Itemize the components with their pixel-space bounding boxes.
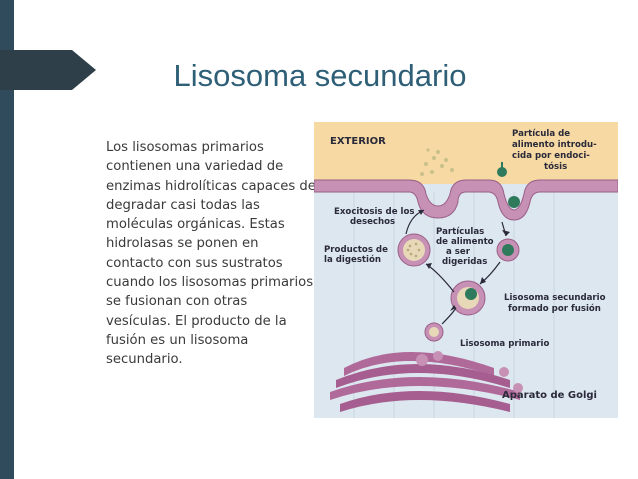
label-particle-line4: tósis: [544, 161, 567, 172]
lysosome-diagram: EXTERIOR Partícula de alimento introdu- …: [314, 122, 618, 418]
label-food-particles-line3: a ser: [446, 247, 471, 257]
label-exocytosis-line2: desechos: [350, 217, 395, 227]
label-food-particles-line4: digeridas: [442, 257, 487, 267]
label-primary-lysosome: Lisosoma primario: [460, 339, 549, 349]
label-golgi: Aparato de Golgi: [502, 390, 597, 401]
slide-pointer-arrow: [0, 50, 96, 90]
slide-body-text: Los lisosomas primarios contienen una va…: [106, 138, 316, 370]
label-particle-line2: alimento introdu-: [512, 140, 597, 150]
label-digestion-products-line2: la digestión: [324, 254, 381, 265]
label-exterior: EXTERIOR: [330, 136, 386, 147]
label-particle-line1: Partícula de: [512, 129, 570, 139]
label-particle-line3: cida por endoci-: [512, 151, 590, 161]
slide-title: Lisosoma secundario: [110, 58, 530, 94]
label-digestion-products-line1: Productos de: [324, 245, 388, 255]
label-exocytosis-line1: Exocitosis de los: [334, 207, 414, 217]
label-food-particles-line1: Partículas: [436, 227, 484, 237]
label-secondary-lysosome-line2: formado por fusión: [508, 303, 601, 314]
label-food-particles-line2: de alimento: [436, 237, 494, 247]
label-secondary-lysosome-line1: Lisosoma secundario: [504, 293, 606, 303]
